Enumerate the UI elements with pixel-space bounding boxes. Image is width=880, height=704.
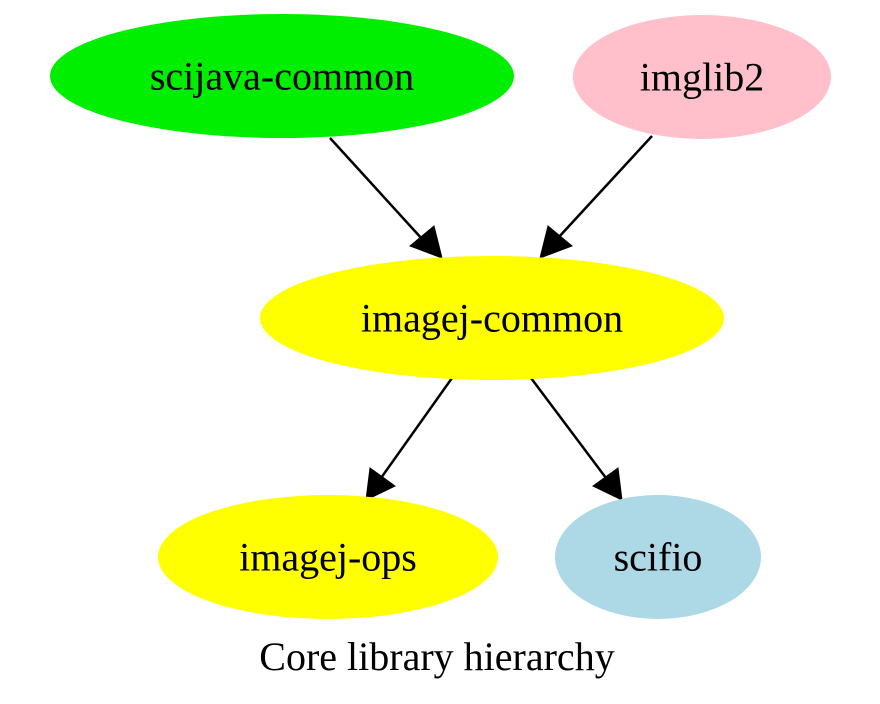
node-imagej-ops-shape bbox=[158, 495, 498, 619]
node-imglib2-shape bbox=[573, 15, 831, 139]
edge-imagej-common-to-imagej-ops bbox=[365, 377, 454, 501]
node-scijava-common[interactable]: scijava-common bbox=[50, 14, 514, 138]
node-imagej-common[interactable]: imagej-common bbox=[260, 256, 724, 380]
node-scijava-common-shape bbox=[50, 14, 514, 138]
node-imagej-common-label: imagej-common bbox=[361, 296, 623, 341]
node-imagej-ops[interactable]: imagej-ops bbox=[158, 495, 498, 619]
node-imglib2[interactable]: imglib2 bbox=[573, 15, 831, 139]
edge-imagej-common-to-scifio bbox=[530, 377, 623, 501]
node-scifio-shape bbox=[555, 495, 761, 619]
node-imglib2-label: imglib2 bbox=[640, 55, 764, 100]
node-imagej-ops-label: imagej-ops bbox=[239, 535, 417, 580]
diagram-caption: Core library hierarchy bbox=[259, 634, 614, 679]
node-scifio[interactable]: scifio bbox=[555, 495, 761, 619]
node-imagej-common-shape bbox=[260, 256, 724, 380]
node-scifio-label: scifio bbox=[614, 535, 703, 580]
edge-imglib2-to-imagej-common bbox=[539, 135, 653, 259]
node-scijava-common-label: scijava-common bbox=[150, 54, 414, 99]
edge-scijava-common-to-imagej-common bbox=[329, 137, 443, 259]
